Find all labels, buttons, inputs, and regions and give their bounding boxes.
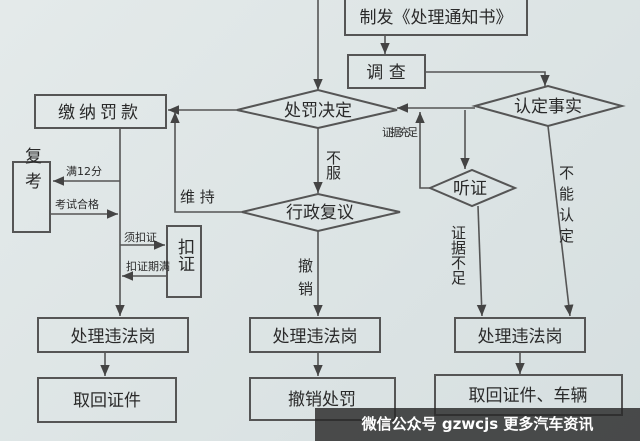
node-retrieve-license: 取回证件 — [37, 377, 177, 423]
node-pay-fine: 缴纳罚款 — [34, 94, 167, 129]
label-evidence-insufficient: 证据不足 — [449, 225, 467, 286]
node-office-mid: 处理违法岗 — [249, 317, 381, 353]
watermark: 微信公众号 gzwcjs 更多汽车资讯 — [315, 408, 640, 441]
arrow-investigate-confirm — [425, 71, 550, 86]
arrow-uphold — [170, 112, 242, 213]
arrow-evidence-insufficient — [476, 205, 487, 317]
label-evidence-sufficient: 证据充足 — [382, 125, 418, 139]
node-admin-review: 行政复议 — [241, 192, 401, 233]
svg-text:取回证件、车辆: 取回证件、车辆 — [469, 386, 588, 406]
label-suspension-expired: 扣证期满 — [126, 259, 170, 273]
svg-text:处理违法岗: 处理违法岗 — [273, 327, 358, 347]
svg-text:扣证: 扣证 — [174, 238, 195, 272]
node-suspend-license: 扣证 — [166, 225, 202, 298]
label-disagree: 不服 — [324, 150, 342, 181]
label-revoke: 撤销 — [296, 258, 314, 304]
node-hearing: 听证 — [427, 168, 518, 208]
svg-text:听证: 听证 — [453, 179, 487, 199]
node-notice: 制发《处理通知书》 — [344, 0, 528, 36]
node-penalty-decision: 处罚决定 — [236, 88, 398, 130]
node-confirm-facts: 认定事实 — [471, 84, 626, 128]
node-office-left: 处理违法岗 — [37, 317, 189, 353]
svg-text:缴纳罚款: 缴纳罚款 — [58, 103, 142, 123]
node-office-right: 处理违法岗 — [454, 317, 586, 353]
svg-text:处理违法岗: 处理违法岗 — [71, 327, 156, 347]
label-cannot-confirm: 不能认定 — [557, 165, 575, 249]
node-investigate: 调 查 — [347, 54, 426, 89]
svg-text:认定事实: 认定事实 — [514, 97, 582, 117]
svg-text:处罚决定: 处罚决定 — [284, 101, 352, 121]
connectors — [50, 0, 574, 376]
svg-text:调 查: 调 查 — [366, 63, 405, 83]
arrow-cannot-confirm — [547, 125, 574, 317]
svg-text:制发《处理通知书》: 制发《处理通知书》 — [360, 8, 513, 28]
svg-text:复考: 复考 — [21, 147, 42, 197]
label-uphold: 维 持 — [180, 188, 215, 206]
svg-text:行政复议: 行政复议 — [286, 203, 354, 223]
label-must-suspend: 须扣证 — [124, 230, 157, 244]
node-retest: 复考 — [12, 147, 51, 233]
arrow-evidence-sufficient — [415, 112, 430, 189]
label-passed-exam: 考试合格 — [55, 197, 99, 211]
svg-text:撤销处罚: 撤销处罚 — [288, 390, 356, 410]
label-full-12: 满12分 — [66, 165, 102, 178]
svg-text:处理违法岗: 处理违法岗 — [478, 327, 563, 347]
svg-text:取回证件: 取回证件 — [73, 391, 141, 411]
